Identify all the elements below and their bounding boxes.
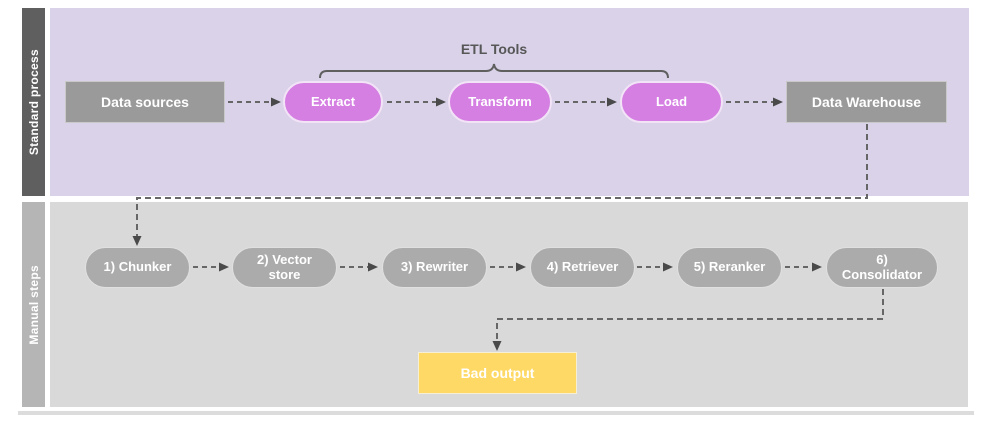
bottom-divider-line bbox=[18, 411, 974, 415]
node-reranker: 5) Reranker bbox=[677, 247, 782, 288]
node-load: Load bbox=[620, 81, 723, 123]
node-chunker: 1) Chunker bbox=[85, 247, 190, 288]
node-consolidator: 6) Consolidator bbox=[826, 247, 938, 288]
node-extract: Extract bbox=[283, 81, 383, 123]
node-data-warehouse: Data Warehouse bbox=[786, 81, 947, 123]
etl-tools-bracket-label: ETL Tools bbox=[460, 41, 528, 57]
manual-steps-lane-label: Manual steps bbox=[26, 264, 41, 345]
node-vector-store: 2) Vector store bbox=[232, 247, 337, 288]
node-data-sources: Data sources bbox=[65, 81, 225, 123]
manual-steps-lane-header: Manual steps bbox=[22, 202, 45, 407]
node-rewriter: 3) Rewriter bbox=[382, 247, 487, 288]
node-retriever: 4) Retriever bbox=[530, 247, 635, 288]
standard-process-lane-header: Standard process bbox=[22, 8, 45, 196]
node-transform: Transform bbox=[448, 81, 552, 123]
standard-process-lane-label: Standard process bbox=[26, 48, 41, 156]
node-bad-output: Bad output bbox=[418, 352, 577, 394]
